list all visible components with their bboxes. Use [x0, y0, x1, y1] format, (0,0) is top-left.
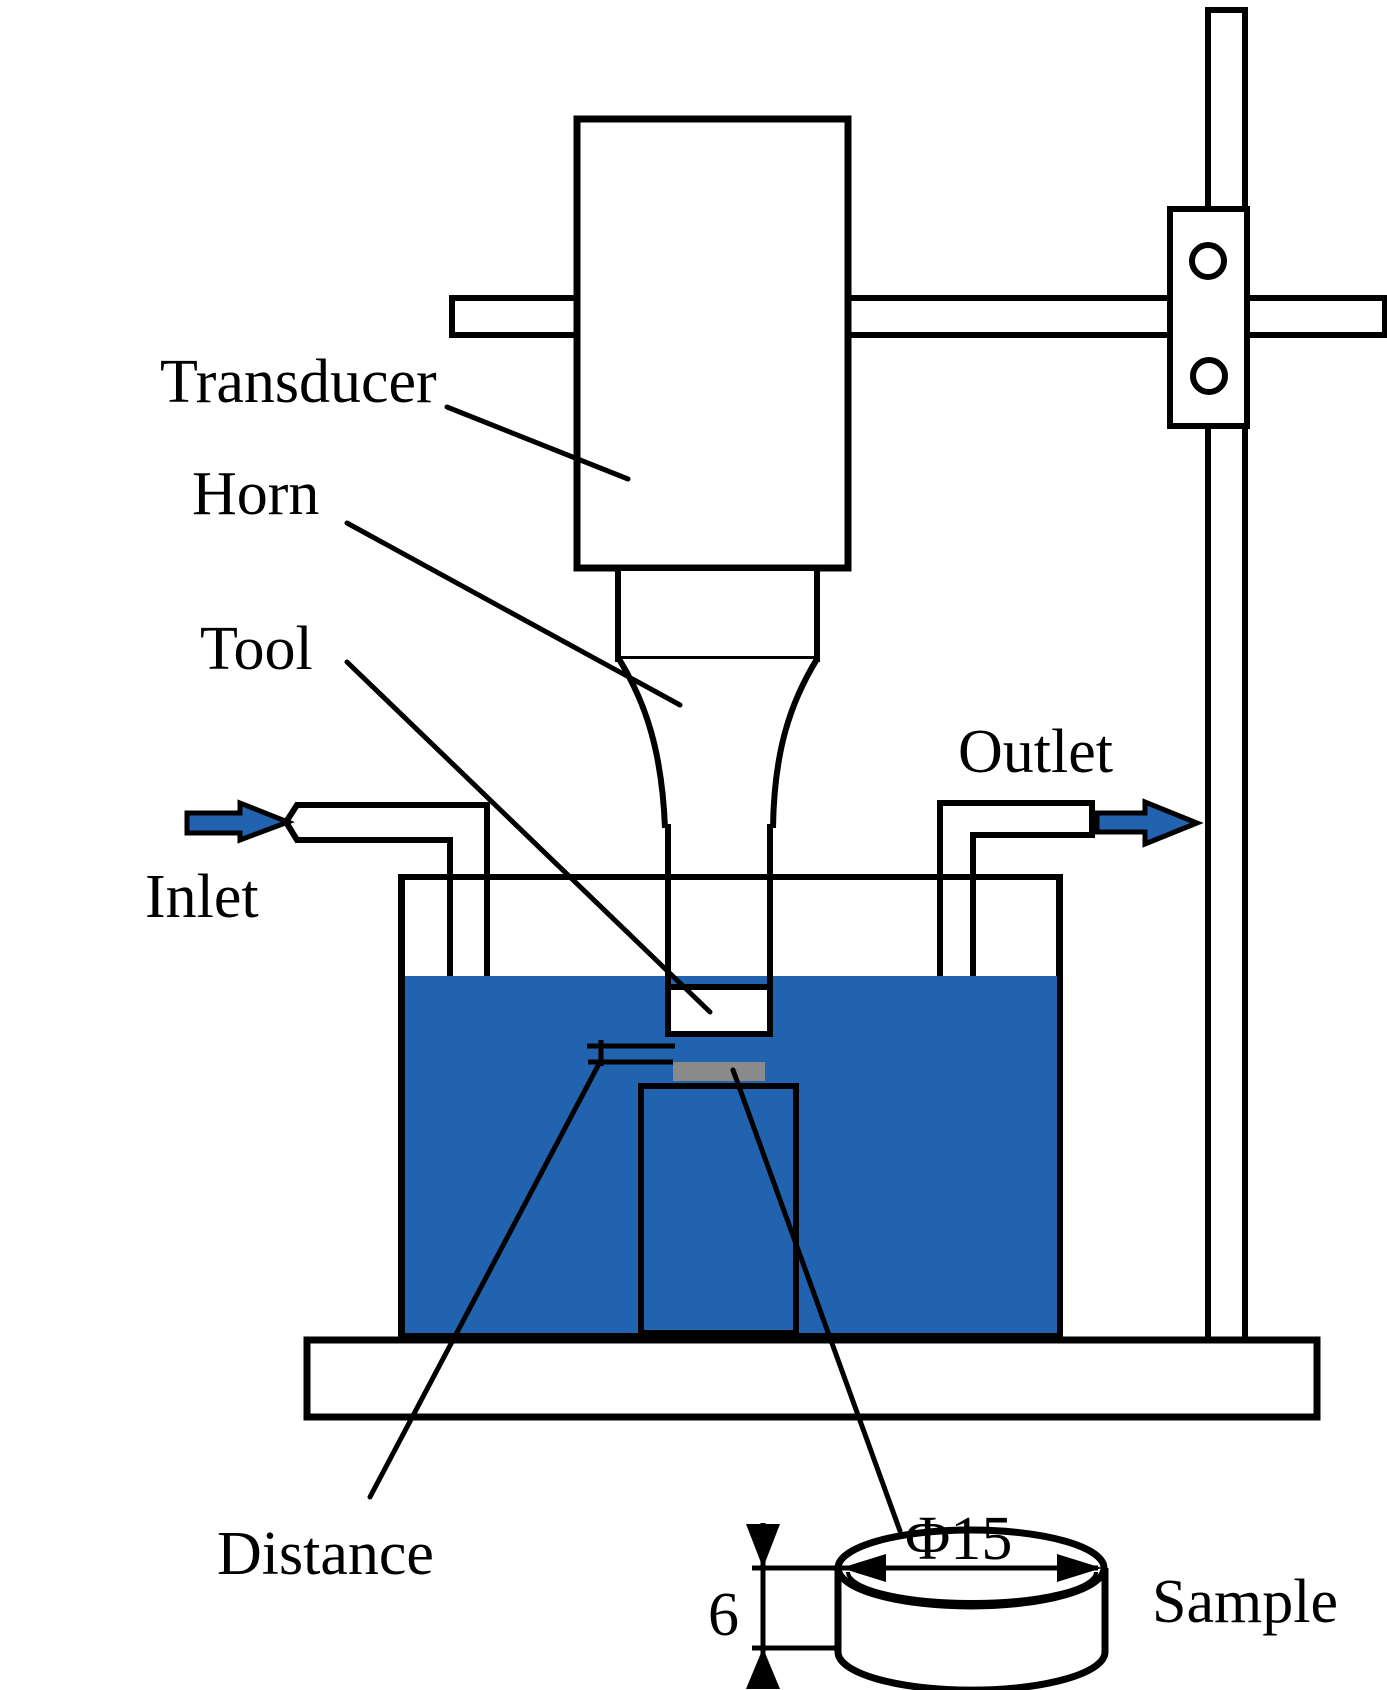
label-sample: Sample — [1152, 1568, 1338, 1636]
inlet-pipe — [282, 802, 490, 993]
cylinder-bottom-arc — [834, 1651, 1109, 1690]
label-height: 6 — [708, 1581, 739, 1649]
sample-holder-block — [638, 1083, 799, 1336]
horn-leader-line — [344, 520, 683, 708]
horn-column-left-edge-submerged — [665, 976, 671, 990]
horn-upper-section — [615, 565, 820, 662]
sample-disc — [673, 1062, 765, 1081]
distance-leader-line — [367, 1057, 604, 1500]
horn-taper-right-curve — [770, 657, 820, 829]
height-arrowhead-top — [746, 1524, 780, 1568]
clamp-hole-lower — [1190, 357, 1228, 395]
label-outlet: Outlet — [958, 718, 1113, 786]
tank-right-wall — [1056, 874, 1063, 1339]
sample-leader-line — [730, 1067, 903, 1534]
transducer-leader-line — [444, 404, 631, 482]
label-tool: Tool — [200, 615, 313, 683]
outlet-flow-arrow — [1094, 798, 1204, 848]
tank-left-wall — [398, 874, 405, 1339]
tool-tip — [665, 984, 773, 1037]
horn-taper-fill — [619, 659, 817, 828]
diameter-arrowhead-right — [1057, 1554, 1102, 1582]
horn-column-fill — [671, 824, 767, 982]
label-transducer: Transducer — [160, 348, 437, 416]
label-distance: Distance — [217, 1520, 434, 1588]
base-plate — [303, 1336, 1321, 1421]
tank-rim-line — [398, 874, 1063, 880]
horn-column-left-edge — [665, 824, 671, 1040]
label-diameter: Φ15 — [905, 1505, 1013, 1573]
cylinder-inner-rim-arc — [846, 1571, 1098, 1604]
label-inlet: Inlet — [145, 863, 259, 931]
inlet-flow-arrow — [184, 799, 295, 844]
transducer-body — [573, 115, 852, 572]
diameter-arrowhead-left — [841, 1554, 886, 1582]
height-arrowhead-bottom — [746, 1648, 780, 1689]
horn-column-right-edge-submerged — [767, 976, 773, 990]
horn-column-right-edge — [767, 824, 773, 1040]
label-horn: Horn — [192, 460, 320, 528]
tool-leader-line — [344, 659, 713, 1015]
clamp-hole-upper — [1189, 242, 1227, 280]
